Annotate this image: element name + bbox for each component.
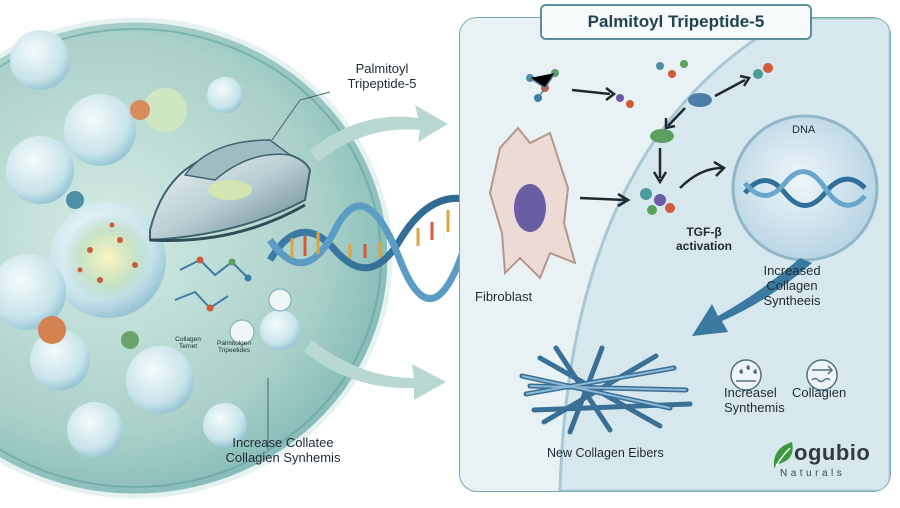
pathway-arrows: [571, 74, 751, 208]
collagen-highlights: [521, 367, 687, 409]
fibroblast-label: Fibroblast: [475, 289, 533, 304]
increase-collagen-label: Increase Collatee Collagien Synhemis: [225, 435, 341, 465]
dna-label: DNA: [792, 124, 816, 136]
mechanism-illustration: [488, 18, 890, 491]
waves-arrows-icon: [806, 359, 838, 391]
arrow-lower: [304, 340, 446, 400]
increasel-label: Increasel Synthemis: [724, 385, 785, 415]
collagen-ternet-label: Collagen Ternet: [175, 336, 201, 351]
diagram-title: Palmitoyl Tripeptide-5: [540, 4, 812, 40]
synthesis-arrow: [692, 258, 812, 336]
collagien-label: Collagien: [792, 385, 847, 400]
iron-icon: [149, 139, 312, 243]
nucleus: [731, 114, 879, 262]
molecule-dots: [77, 222, 138, 283]
fibroblast-nucleus: [514, 184, 546, 232]
peptide-chains: [174, 256, 292, 345]
leaf-icon: [773, 442, 793, 468]
increased-synthesis-label: Increased Collagen Syntheeis: [763, 263, 821, 308]
signaling-molecules: [526, 60, 773, 215]
cell-cluster: [0, 30, 300, 458]
brand-sub: Naturals: [780, 468, 846, 479]
tgf-beta-label: TGF-β activation: [675, 225, 732, 253]
brand-name: ogubio: [794, 440, 871, 465]
new-fibers-label: New Collagen Eibers: [547, 446, 664, 460]
palmitolgen-label: Palmitolgen Tripeetides: [217, 340, 251, 355]
peptide-label: Palmitoyl Tripeptide-5: [347, 61, 417, 91]
arrow-upper: [310, 105, 448, 162]
water-drops-icon: [730, 359, 762, 391]
mechanism-panel: [459, 17, 891, 492]
